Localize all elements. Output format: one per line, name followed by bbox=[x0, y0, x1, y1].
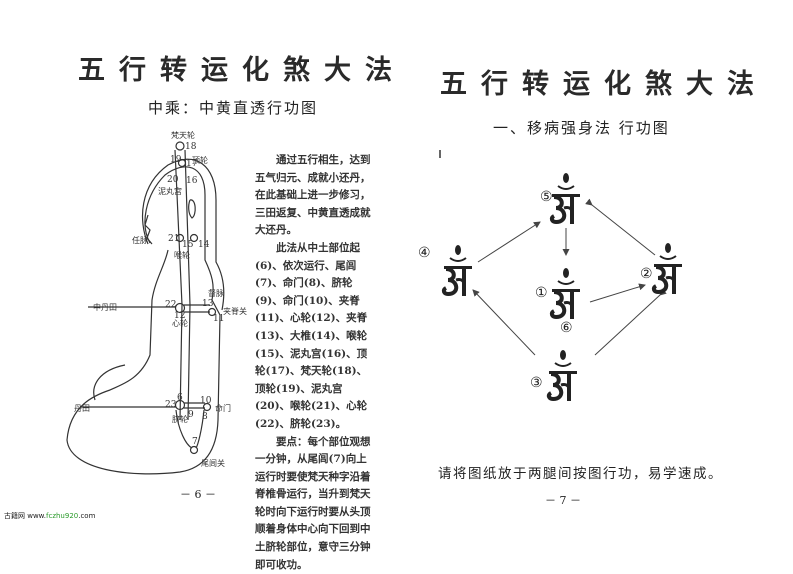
right-page-number: － 7 － bbox=[545, 492, 581, 508]
marker-6: ⑥ bbox=[560, 320, 573, 336]
site-watermark: 古籍网 www.fczhu920.com bbox=[4, 511, 95, 521]
marker-1: ① bbox=[535, 285, 548, 301]
marker-5: ⑤ bbox=[540, 189, 553, 205]
syllable-4 bbox=[444, 245, 472, 296]
movement-diagram bbox=[0, 0, 793, 523]
watermark-url-prefix: www. bbox=[27, 512, 46, 520]
syllable-2 bbox=[654, 243, 682, 294]
marker-4: ④ bbox=[418, 245, 431, 261]
marker-3: ③ bbox=[530, 375, 543, 391]
watermark-site-name: 古籍网 bbox=[4, 512, 25, 520]
syllable-1 bbox=[552, 268, 580, 319]
right-page-caption: 请将图纸放于两腿间按图行功，易学速成。 bbox=[438, 462, 723, 482]
syllable-5 bbox=[552, 173, 580, 224]
syllable-3 bbox=[549, 350, 577, 401]
marker-2: ② bbox=[640, 266, 653, 282]
watermark-url-brand: fczhu920 bbox=[46, 512, 78, 520]
watermark-url-suffix: .com bbox=[78, 512, 95, 520]
